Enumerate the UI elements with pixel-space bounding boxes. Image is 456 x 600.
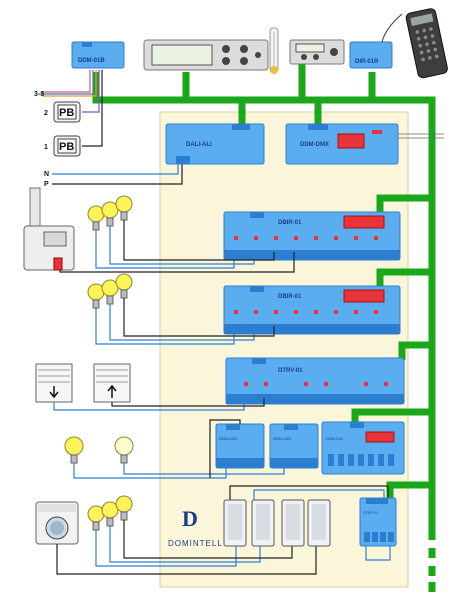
lamp-cluster-3 bbox=[87, 495, 133, 531]
washing-machine bbox=[35, 501, 79, 545]
remote-control bbox=[405, 8, 448, 79]
dmx-label: DDM-DMX bbox=[300, 142, 329, 148]
shutter-up bbox=[93, 363, 131, 403]
thermostat-display bbox=[289, 39, 345, 65]
bus-interface-label: DDM-01B bbox=[78, 58, 105, 64]
output-module-3 bbox=[281, 499, 305, 547]
lamp-dimmable-2 bbox=[114, 436, 134, 464]
power-supply-wires bbox=[52, 164, 183, 185]
lamp-dimmable-1 bbox=[64, 436, 84, 464]
output-module-1 bbox=[223, 499, 247, 547]
dim-control-label: DDIM-DIM bbox=[326, 437, 343, 441]
dimmer-1-label: DDIM-D500 bbox=[219, 437, 238, 441]
dimmer-2-label: DDIM-D500 bbox=[273, 437, 292, 441]
shutter-label: DTRV-01 bbox=[278, 368, 303, 374]
brand-block: D DOMINTELL bbox=[168, 506, 223, 548]
dmx-module: DDM-DMX bbox=[285, 123, 444, 165]
output-module-4 bbox=[307, 499, 331, 547]
input-wires bbox=[42, 70, 103, 147]
ir-receiver-label: DIR-01R bbox=[355, 59, 379, 65]
push-button-1-number: 1 bbox=[44, 144, 48, 151]
relay-1-label: DBIR-01 bbox=[278, 220, 302, 226]
relay-module-1: DBIR-01 bbox=[223, 211, 401, 261]
output-module-row bbox=[223, 499, 331, 547]
push-button-1-label: PB bbox=[59, 141, 74, 153]
relay-module-2: DBIR-01 bbox=[223, 285, 401, 335]
output-module-2 bbox=[251, 499, 275, 547]
push-button-2-number: 2 bbox=[44, 110, 48, 117]
relay-2-label: DBIR-01 bbox=[278, 294, 302, 300]
shutter-down bbox=[35, 363, 73, 403]
shutter-wires bbox=[53, 398, 265, 411]
dimmer-module-2: DDIM-D500 bbox=[269, 423, 319, 469]
ali-module: DALI-ALI bbox=[165, 123, 265, 165]
dimmer-wires bbox=[73, 419, 285, 479]
dimmer-module-1: DDIM-D500 bbox=[215, 423, 265, 469]
push-button-2[interactable]: PB bbox=[53, 101, 81, 123]
temperature-probe bbox=[269, 27, 279, 74]
boiler bbox=[23, 187, 75, 271]
trp-module: DTRP-01 bbox=[359, 497, 397, 561]
neutral-label: N bbox=[44, 171, 49, 178]
brand-logo: D bbox=[182, 506, 198, 531]
ali-label: DALI-ALI bbox=[186, 142, 212, 148]
lamp-cluster-2 bbox=[87, 273, 133, 309]
push-button-2-label: PB bbox=[59, 107, 74, 119]
relay-2-wires bbox=[95, 298, 275, 345]
shutter-module: DTRV-01 bbox=[225, 357, 405, 405]
dim-control-module: DDIM-DIM bbox=[321, 421, 405, 475]
bottom-wires bbox=[56, 485, 389, 575]
phase-label: P bbox=[44, 181, 49, 188]
lcd-keypad bbox=[143, 39, 269, 71]
bus-interface-module: DDM-01B bbox=[71, 41, 125, 69]
ir-receiver-module: DIR-01R bbox=[349, 13, 403, 69]
multi-input-label: 3-8 bbox=[34, 91, 44, 98]
relay-1-wires bbox=[59, 220, 295, 273]
lamp-cluster-1 bbox=[87, 195, 133, 231]
brand-name: DOMINTELL bbox=[168, 539, 223, 548]
push-button-1[interactable]: PB bbox=[53, 135, 81, 157]
trp-label: DTRP-01 bbox=[363, 511, 378, 515]
bus-continuation bbox=[428, 548, 436, 592]
